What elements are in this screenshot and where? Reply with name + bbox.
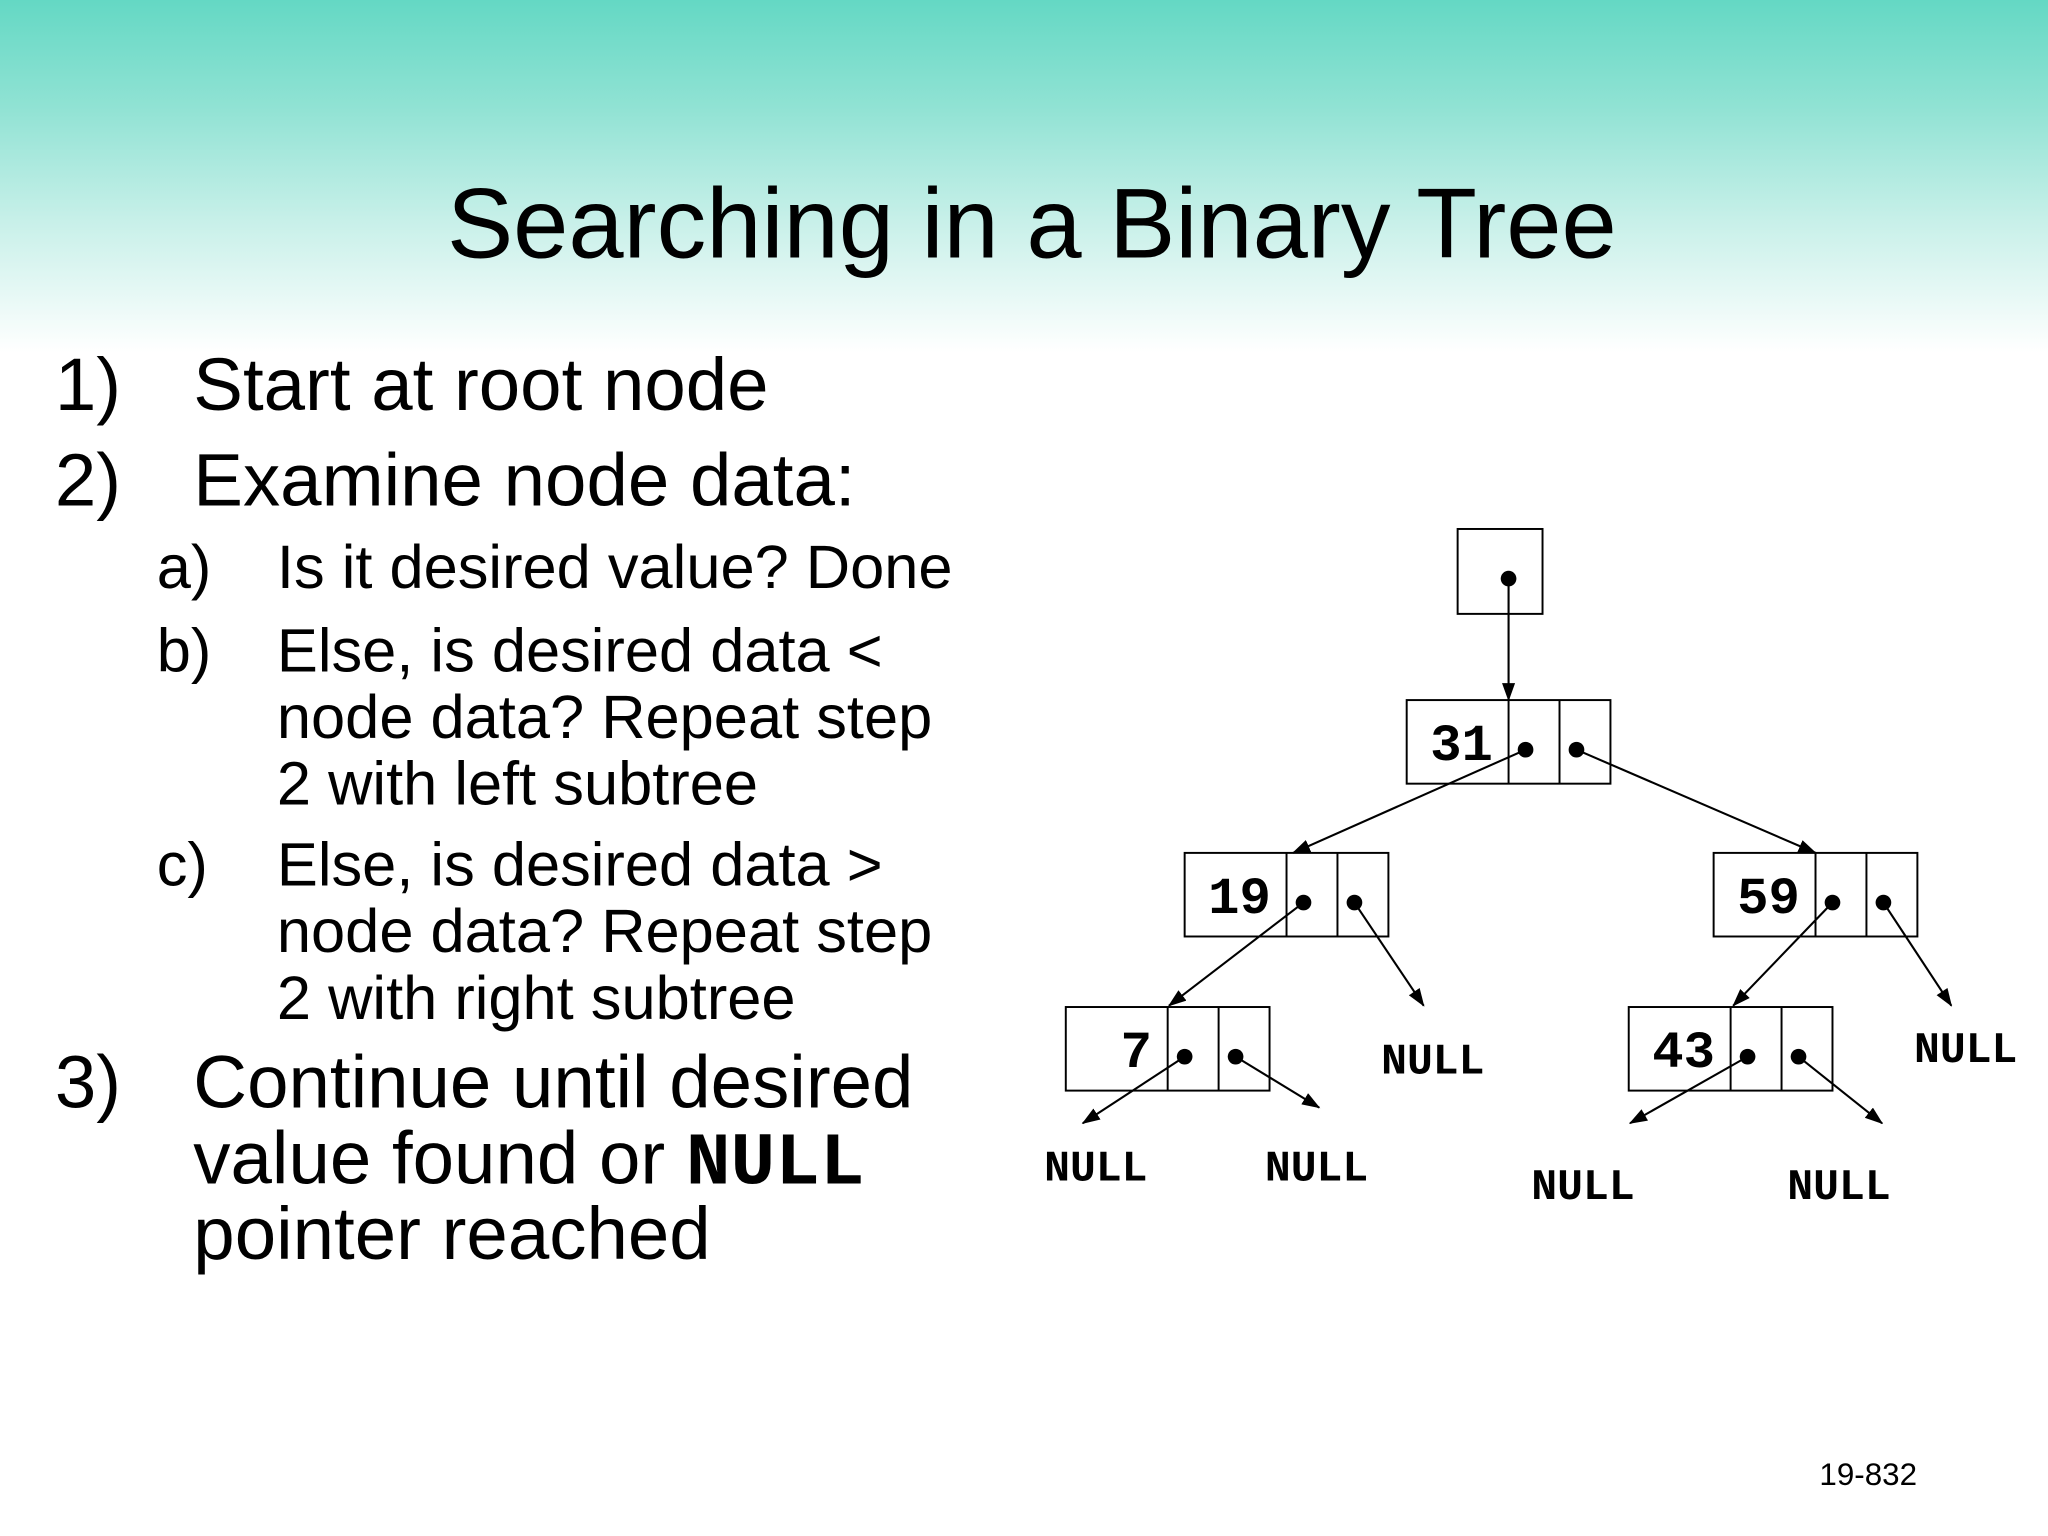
page-number: 19-832 bbox=[1819, 1457, 1918, 1493]
pointer-arrow bbox=[1353, 901, 1425, 1007]
pointer-dot bbox=[1176, 1048, 1193, 1065]
step-text: pointer reached bbox=[193, 1192, 711, 1277]
pointer-arrow bbox=[1732, 901, 1834, 1007]
node-value: 43 bbox=[1652, 1024, 1715, 1083]
substep-text: node data? Repeat step bbox=[276, 895, 933, 966]
step-text: Examine node data: bbox=[193, 438, 856, 523]
pointer-arrow bbox=[1167, 901, 1305, 1007]
null-label: NULL bbox=[1044, 1145, 1147, 1194]
null-label: NULL bbox=[1787, 1163, 1890, 1212]
null-label: NULL bbox=[1914, 1026, 2017, 1075]
step-text: value found or bbox=[193, 1116, 686, 1201]
substep-text: Else, is desired data > bbox=[276, 829, 883, 899]
node-value: 31 bbox=[1430, 717, 1493, 776]
pointer-dot bbox=[1739, 1048, 1756, 1065]
pointer-arrow bbox=[1235, 1055, 1321, 1109]
substep-number: c) bbox=[156, 829, 208, 899]
pointer-arrow bbox=[1081, 1055, 1186, 1125]
slide-title: Searching in a Binary Tree bbox=[446, 168, 1617, 280]
null-code: NULL bbox=[685, 1123, 865, 1207]
substep-number: a) bbox=[156, 531, 212, 601]
node-value: 19 bbox=[1208, 870, 1271, 929]
pointer-arrow bbox=[1628, 1055, 1749, 1125]
pointer-arrow bbox=[1882, 901, 1953, 1007]
node-value: 59 bbox=[1737, 870, 1800, 929]
pointer-arrow bbox=[1576, 748, 1817, 854]
substep-text: 2 with left subtree bbox=[276, 748, 759, 818]
step-text: Continue until desired bbox=[193, 1040, 914, 1125]
substep-text: Is it desired value? Done bbox=[276, 531, 953, 601]
substep-text: Else, is desired data < bbox=[276, 615, 883, 685]
substep-text: 2 with right subtree bbox=[276, 962, 796, 1032]
step-number: 1) bbox=[54, 343, 122, 428]
null-label: NULL bbox=[1381, 1038, 1484, 1087]
null-label: NULL bbox=[1265, 1145, 1368, 1194]
step-number: 3) bbox=[54, 1040, 122, 1125]
node-value: 7 bbox=[1121, 1024, 1152, 1083]
pointer-arrow bbox=[1291, 748, 1526, 854]
pointer-dot bbox=[1227, 1048, 1244, 1065]
pointer-arrow bbox=[1797, 1055, 1884, 1125]
null-label: NULL bbox=[1531, 1163, 1634, 1212]
root-pointer-box bbox=[1456, 527, 1544, 615]
step-number: 2) bbox=[54, 438, 122, 523]
substep-number: b) bbox=[156, 615, 212, 685]
substep-text: node data? Repeat step bbox=[276, 681, 933, 752]
step-text: Start at root node bbox=[193, 343, 769, 428]
